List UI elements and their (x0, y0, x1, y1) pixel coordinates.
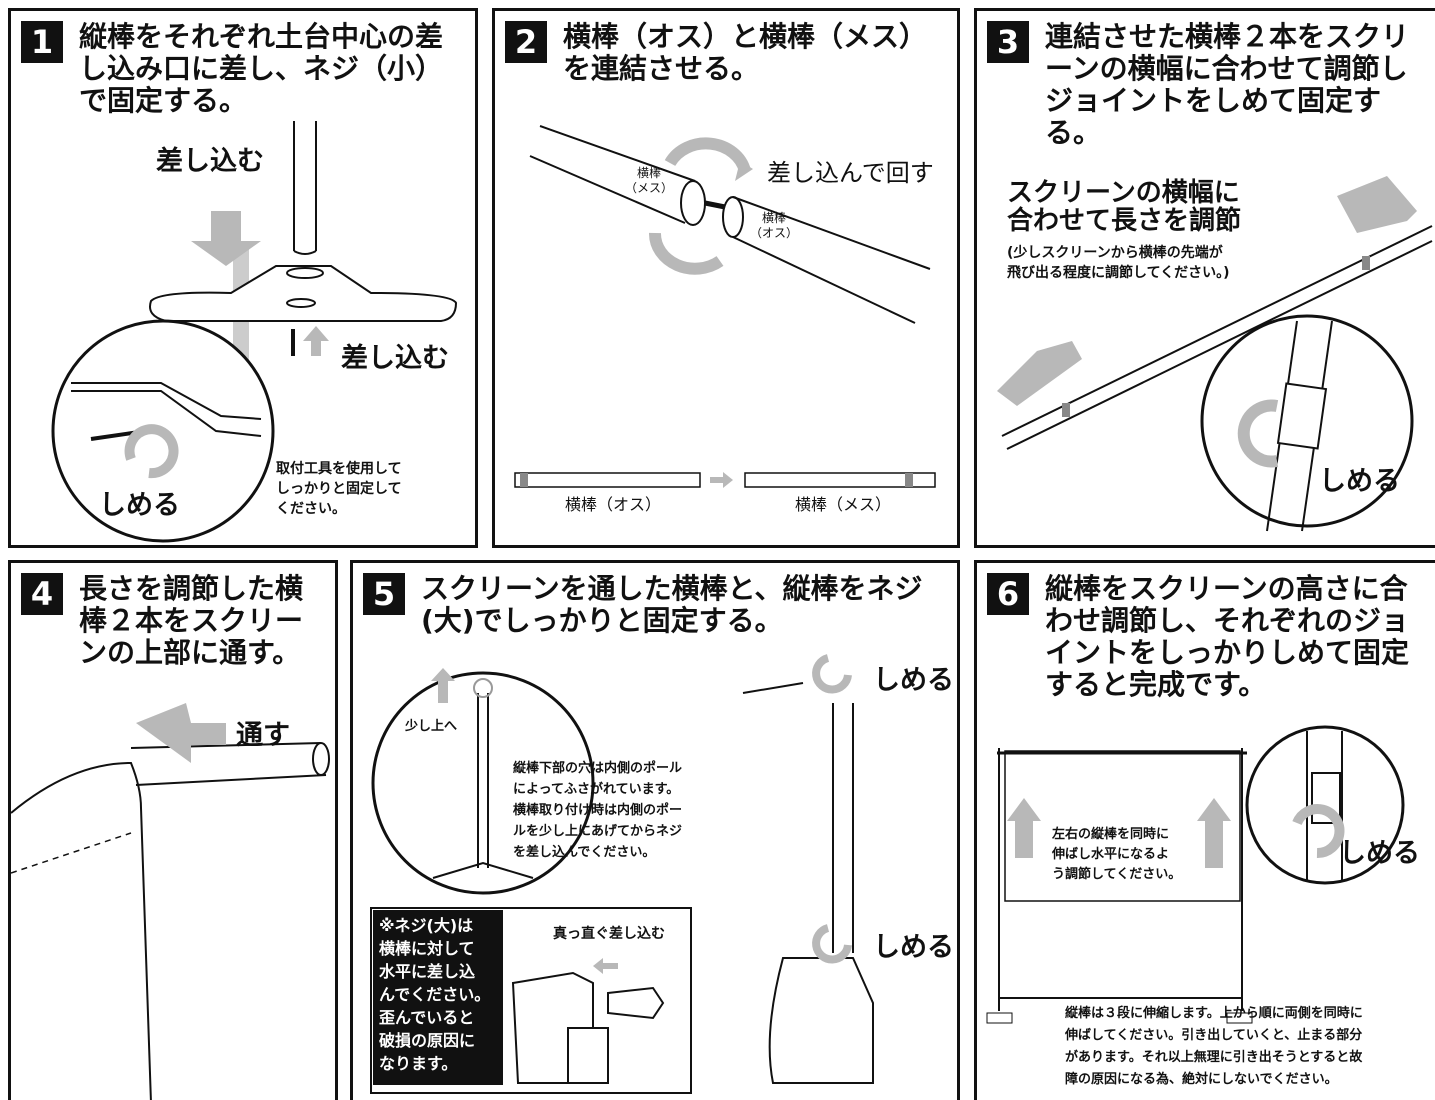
step-6-panel: 6 縦棒をスクリーンの高さに合わせ調節し、それぞれのジョイントをしっかりしめて固… (974, 560, 1435, 1100)
step-5-panel: 5 スクリーンを通した横棒と、縦棒をネジ(大)でしっかりと固定する。 少し上へ … (350, 560, 960, 1100)
female-bar-caption: 横棒（メス） (795, 495, 892, 514)
tighten-top-label: しめる (873, 665, 954, 696)
step-title: 長さを調節した横棒２本をスクリーンの上部に通す。 (79, 572, 304, 669)
step-number: 2 (505, 21, 547, 63)
step-number: 4 (21, 573, 63, 615)
step-title: 縦棒をそれぞれ土台中心の差し込み口に差し、ネジ（小）で固定する。 (79, 20, 444, 117)
tool-note: 取付工具を使用して しっかりと固定して ください。 (276, 461, 402, 517)
hole-note: 縦棒下部の穴は内側のポール によってふさがれています。 横棒取り付け時は内側のポ… (513, 761, 683, 860)
insert-straight-label: 真っ直ぐ差し込む (553, 926, 665, 942)
step-number: 3 (987, 21, 1029, 63)
male-bar-caption: 横棒（オス） (565, 495, 662, 514)
male-bar-label: 横棒 （オス） (750, 211, 799, 240)
lift-slightly-label: 少し上へ (405, 719, 458, 734)
step-number: 5 (363, 573, 405, 615)
step-1-panel: 1 縦棒をそれぞれ土台中心の差し込み口に差し、ネジ（小）で固定する。 差し込む … (8, 8, 478, 548)
step-title: スクリーンを通した横棒と、縦棒をネジ(大)でしっかりと固定する。 (421, 572, 923, 637)
insert-rotate-label: 差し込んで回す (767, 159, 934, 187)
bar-connection-illustration (514, 125, 936, 488)
step-4-panel: 4 長さを調節した横棒２本をスクリーンの上部に通す。 通す (8, 560, 338, 1100)
female-bar-label: 横棒 （メス） (625, 166, 674, 195)
step-number: 6 (987, 573, 1029, 615)
adjust-note: (少しスクリーンから横棒の先端が 飛び出る程度に調節してください。) (1007, 245, 1230, 281)
step-title: 連結させた横棒２本をスクリーンの横幅に合わせて調節しジョイントをしめて固定する。 (1045, 20, 1410, 149)
adjust-width-illustration (997, 176, 1433, 532)
warning-box: ※ネジ(大)は 横棒に対して 水平に差し込 んでください。 歪んでいると 破損の… (373, 910, 503, 1085)
step-2-panel: 2 横棒（オス）と横棒（メス）を連結させる。 横棒 （メス） 横棒 （オス） 差… (492, 8, 960, 548)
tighten-label: しめる (1319, 466, 1400, 497)
tighten-label: しめる (99, 490, 180, 521)
step-title: 横棒（オス）と横棒（メス）を連結させる。 (563, 20, 928, 85)
base-stand-illustration (51, 121, 458, 543)
insert-label-bottom: 差し込む (341, 343, 449, 374)
pass-bar-illustration (11, 703, 330, 1100)
adjust-heading: スクリーンの横幅に 合わせて長さを調節 (1007, 178, 1242, 236)
tighten-bottom-label: しめる (873, 932, 954, 963)
finished-stand-illustration (986, 725, 1405, 1024)
bottom-note: 縦棒は３段に伸縮します。上から順に両側を同時に 伸ばしてください。引き出していく… (1065, 1006, 1363, 1087)
step-title: 縦棒をスクリーンの高さに合わせ調節し、それぞれのジョイントをしっかりしめて固定す… (1045, 572, 1410, 701)
step-number: 1 (21, 21, 63, 63)
extend-note: 左右の縦棒を同時に 伸ばし水平になるよ う調節してください。 (1052, 827, 1182, 882)
pass-label: 通す (236, 720, 290, 751)
insert-label-top: 差し込む (156, 146, 264, 177)
tighten-label: しめる (1339, 838, 1420, 869)
step-3-panel: 3 連結させた横棒２本をスクリーンの横幅に合わせて調節しジョイントをしめて固定す… (974, 8, 1435, 548)
